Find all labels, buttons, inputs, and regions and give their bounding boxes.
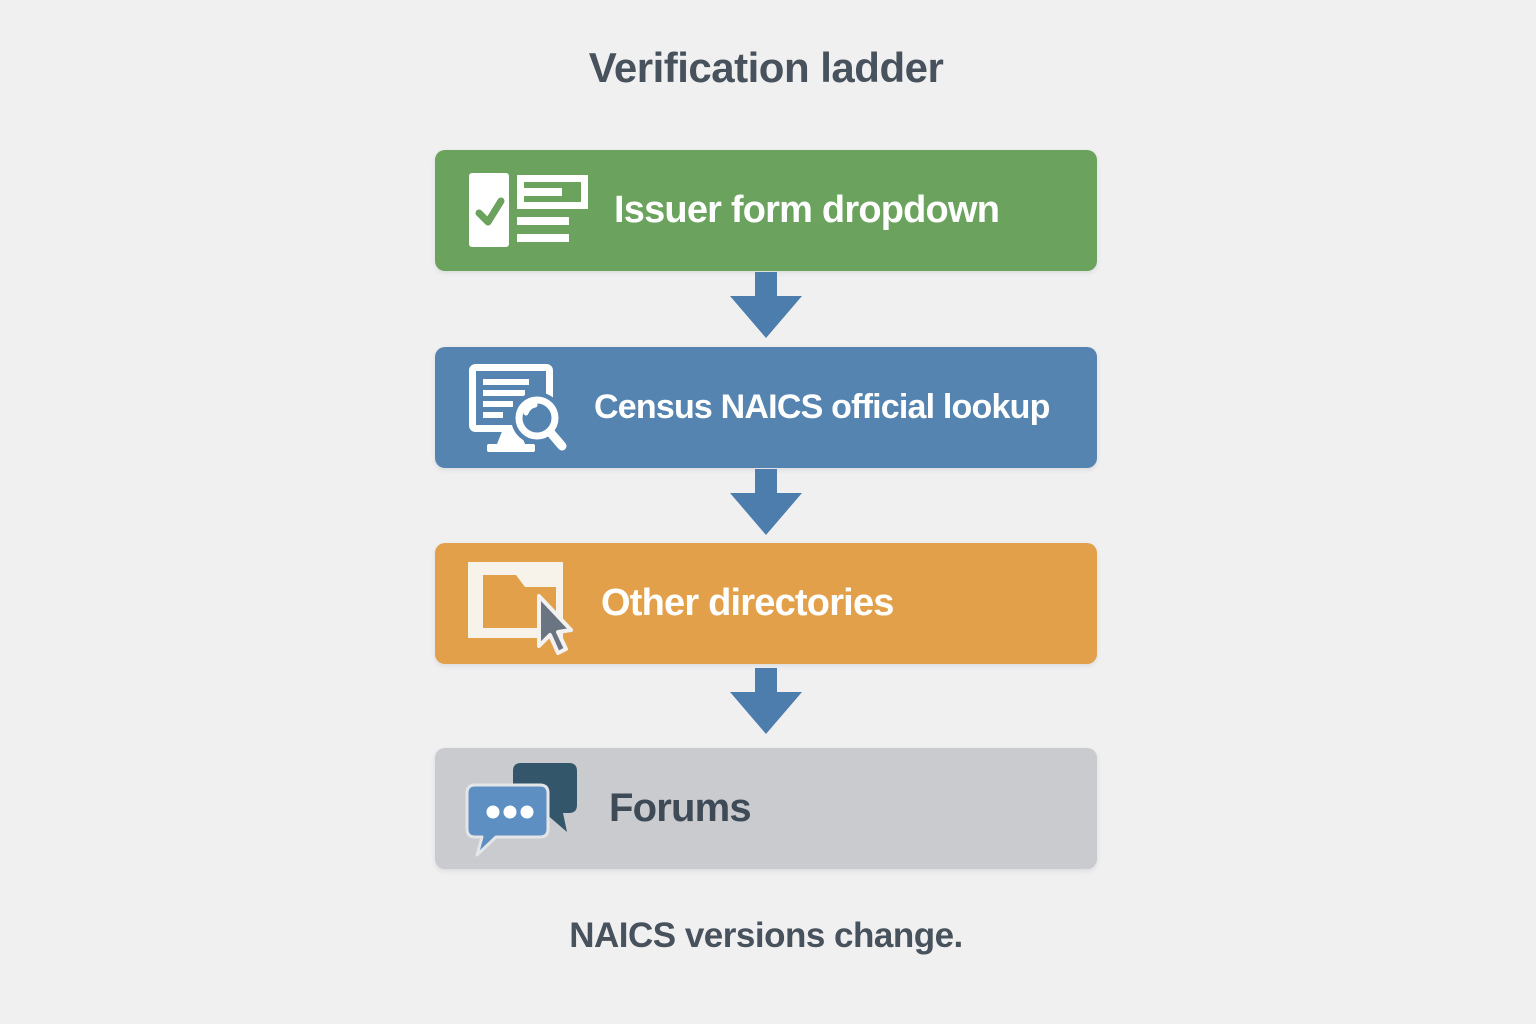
step-forums: Forums (435, 748, 1097, 869)
chat-bubbles-icon (465, 762, 577, 856)
diagram-caption: NAICS versions change. (569, 916, 963, 955)
magnifier-handle (545, 427, 567, 450)
magnifier-glass (515, 396, 559, 439)
down-arrow-icon (730, 272, 802, 338)
step-issuer-form-dropdown: Issuer form dropdown (435, 150, 1097, 271)
down-arrow-icon (730, 469, 802, 535)
monitor-search-icon (469, 363, 568, 455)
diagram-title: Verification ladder (588, 44, 944, 91)
step-label: Census NAICS official lookup (594, 388, 1050, 426)
step-label: Other directories (601, 582, 894, 624)
folder-cursor-icon (468, 561, 573, 655)
step-census-naics-lookup: Census NAICS official lookup (435, 347, 1097, 468)
form-checklist-icon (469, 172, 588, 247)
step-label: Issuer form dropdown (614, 189, 1000, 231)
step-other-directories: Other directories (435, 543, 1097, 664)
cursor-arrow-icon (537, 593, 573, 655)
checkmark-glyph (475, 197, 505, 225)
front-chat-bubble (465, 783, 550, 856)
step-label: Forums (609, 786, 752, 830)
down-arrow-icon (730, 668, 802, 734)
